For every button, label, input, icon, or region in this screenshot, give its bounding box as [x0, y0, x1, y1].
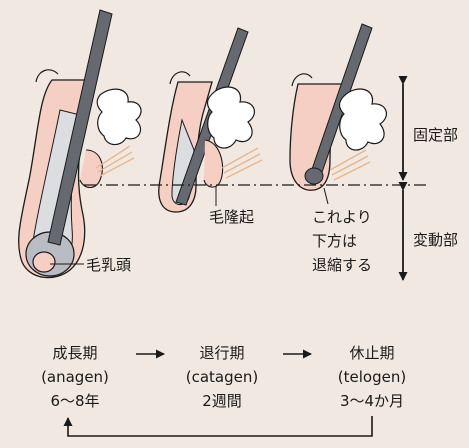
phase-catagen-latin: (catagen): [186, 368, 258, 386]
phase-telogen-latin: (telogen): [338, 368, 406, 386]
variable-part-label: 変動部: [413, 231, 458, 249]
phase-telogen-name: 休止期: [349, 344, 394, 362]
fixed-part-label: 固定部: [413, 126, 458, 144]
phase-anagen-latin: (anagen): [41, 368, 109, 386]
phase-catagen-duration: 2週間: [202, 392, 242, 410]
telogen-club: [305, 168, 323, 184]
hair-papilla-label: 毛乳頭: [86, 256, 131, 274]
hair-papilla-shape: [33, 252, 55, 272]
phase-anagen-name: 成長期: [52, 344, 97, 362]
below-label-line-3: 退縮する: [312, 256, 372, 274]
phase-anagen-duration: 6〜8年: [50, 392, 99, 410]
below-label-line-1: これより: [312, 208, 372, 226]
phase-telogen-duration: 3〜4か月: [340, 392, 404, 410]
below-label-line-2: 下方は: [312, 232, 357, 250]
bulge-label: 毛隆起: [209, 208, 254, 226]
phase-catagen-name: 退行期: [199, 344, 244, 362]
